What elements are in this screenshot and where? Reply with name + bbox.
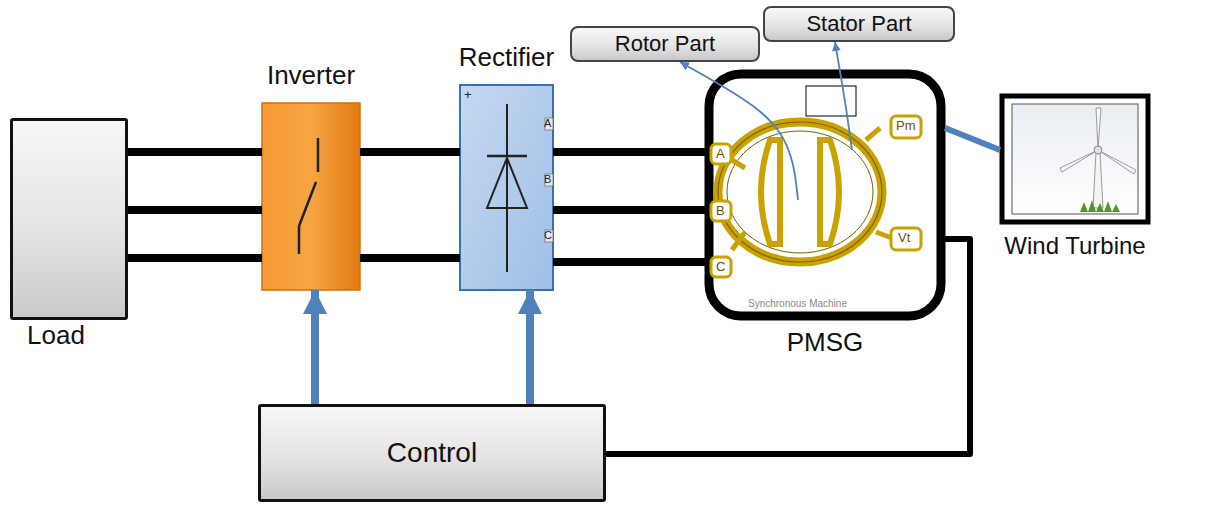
- control-signal-arrow: [526, 290, 534, 404]
- generator-symbol-part: [732, 232, 745, 250]
- rectifier-box: Rectifier: [460, 85, 553, 290]
- wind-turbine-picture-part: [1012, 104, 1138, 214]
- generator-symbol-part: [820, 140, 839, 244]
- generator-symbol-part: [711, 257, 731, 277]
- wind-turbine-picture: [1002, 96, 1148, 222]
- generator-symbol-part: [891, 116, 921, 138]
- power-wire: [553, 258, 705, 266]
- rectifier-body-part: [506, 104, 508, 272]
- generator-symbol-part: [711, 144, 731, 164]
- generator-symbol-part: [891, 228, 921, 250]
- generator-symbol-part: [761, 140, 780, 244]
- leader-arrow: [680, 62, 798, 200]
- pin-name: C: [716, 260, 725, 274]
- part-label: Rotor Part: [570, 26, 760, 62]
- power-wire: [606, 239, 970, 454]
- wind-turbine-picture-part: [1093, 152, 1103, 208]
- rectifier-body-part: [460, 85, 553, 290]
- wind-turbine-picture-part: [1096, 108, 1101, 150]
- load-box: Load: [10, 118, 128, 320]
- box-label: Control: [387, 437, 477, 469]
- box-heading: Inverter: [267, 61, 355, 91]
- power-wire: [128, 148, 262, 156]
- pin-name: B: [544, 173, 551, 185]
- part-label: Stator Part: [763, 6, 955, 42]
- power-wire: [360, 254, 460, 262]
- generator-symbol: [709, 74, 941, 316]
- generator-symbol-part: [806, 86, 856, 116]
- control-box: Control: [258, 404, 606, 502]
- shaft-link: [945, 128, 1000, 150]
- wind-turbine-picture-part: [1002, 96, 1148, 222]
- rectifier-body: [460, 85, 553, 290]
- power-wire: [553, 148, 705, 156]
- wind-turbine-picture-part: [1080, 200, 1120, 212]
- pin-name: +: [464, 88, 472, 102]
- box-label: Stator Part: [806, 11, 911, 36]
- control-signal-arrow: [311, 290, 319, 404]
- inverter-body-part: [299, 182, 316, 226]
- pin-name: Pm: [896, 119, 916, 133]
- pin-name: A: [544, 117, 551, 129]
- rectifier-body-part: [487, 158, 527, 208]
- generator-box: PMSG: [705, 70, 945, 320]
- inverter-body-part: [317, 138, 320, 172]
- wind-turbine-picture-part: [1060, 150, 1098, 172]
- generator-symbol-part: [711, 201, 731, 221]
- inverter-body: [262, 103, 360, 290]
- wind-turbine-picture-part: [1094, 146, 1102, 154]
- rectifier-body-part: [545, 230, 553, 242]
- inverter-box: Inverter: [262, 103, 360, 290]
- rectifier-body-part: [545, 174, 553, 186]
- power-wire: [360, 148, 460, 156]
- pin-name: Vt: [898, 231, 910, 245]
- power-wire: [128, 206, 262, 214]
- generator-symbol-part: [718, 122, 882, 262]
- power-wire: [553, 206, 705, 214]
- box-heading: Rectifier: [459, 43, 554, 73]
- wind-turbine-picture-part: [1098, 150, 1136, 174]
- leader-arrow: [835, 42, 852, 150]
- generator-symbol-part: [866, 128, 880, 140]
- inverter-body-part: [298, 226, 301, 254]
- box-heading: Load: [27, 321, 85, 351]
- box-label: Rotor Part: [615, 31, 715, 56]
- pin-name: A: [716, 147, 725, 161]
- inverter-body-part: [262, 103, 360, 290]
- pin-name: B: [716, 204, 725, 218]
- box-heading: Wind Turbine: [1004, 232, 1145, 260]
- generator-symbol-part: [709, 74, 941, 316]
- rectifier-body-part: [545, 118, 553, 130]
- block-caption: Synchronous Machine: [748, 298, 847, 309]
- box-heading: PMSG: [787, 328, 864, 358]
- power-wire: [128, 254, 262, 262]
- pin-name: C: [544, 229, 552, 241]
- generator-symbol-part: [718, 122, 882, 262]
- turbine-box: Wind Turbine: [1000, 94, 1150, 224]
- generator-symbol-part: [732, 160, 745, 168]
